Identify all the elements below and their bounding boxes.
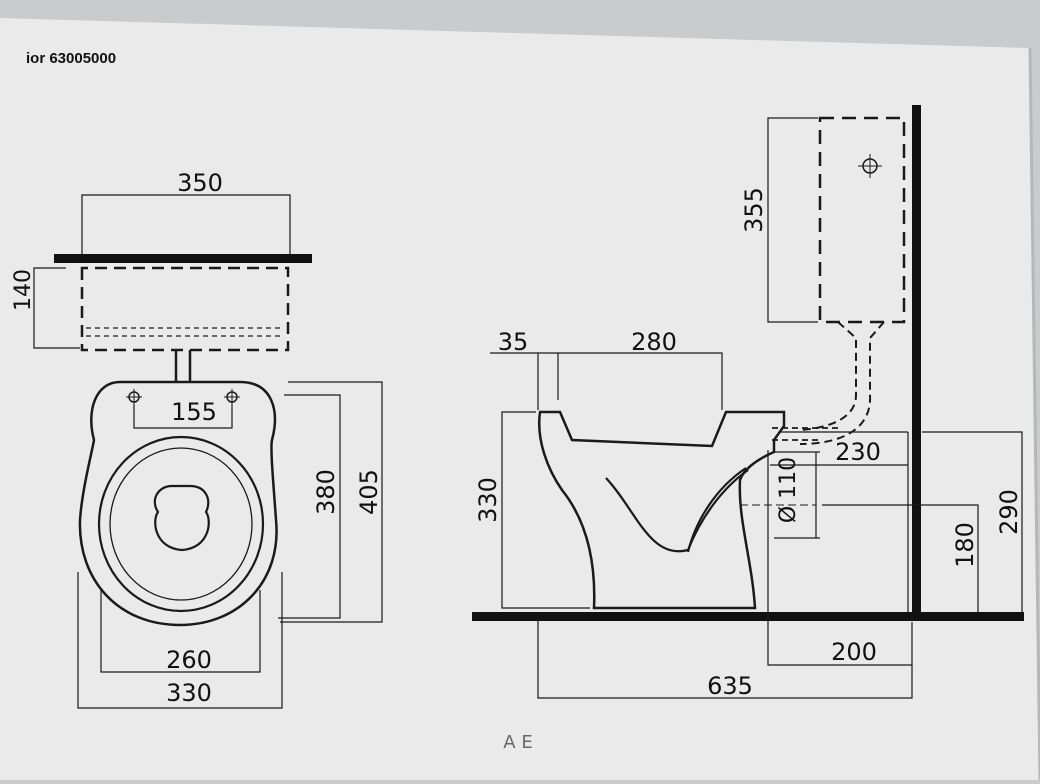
wall-distance-dimension-line	[767, 450, 913, 666]
bowl-opening-label: 280	[631, 328, 677, 356]
wall-line	[912, 105, 921, 615]
bowl-height-label: 330	[474, 477, 502, 523]
outer-length-dimension-line	[280, 381, 383, 623]
cistern-height-label: 355	[740, 187, 768, 233]
cistern-side-dashed-outline	[818, 116, 906, 324]
outer-width-label: 330	[166, 679, 212, 707]
fixing-hole-left-icon	[126, 389, 142, 405]
fixing-hole-right-icon	[224, 389, 240, 405]
pipe-height-dimension-line	[770, 431, 909, 612]
bowl-outer-ring	[97, 435, 265, 613]
cistern-depth-dimension-line	[33, 267, 80, 349]
flush-pipe-dashed	[799, 321, 885, 445]
fixing-holes-dimension-line	[133, 405, 233, 429]
bowl-outline	[78, 380, 278, 627]
wall-bar-top	[54, 254, 312, 263]
outer-length-label: 405	[355, 469, 383, 515]
seat-width-dimension-line	[81, 194, 291, 255]
cistern-height-dimension-line	[767, 117, 818, 323]
overall-depth-label: 635	[707, 672, 753, 700]
rim-edge-label: 35	[498, 328, 529, 356]
cistern-dashed-lines	[86, 327, 284, 337]
side-view	[472, 105, 1024, 699]
pipe-height-label: 230	[835, 438, 881, 466]
wall-distance-label: 200	[831, 638, 877, 666]
inner-length-label: 380	[312, 469, 340, 515]
bowl-height-dimension-line	[501, 411, 590, 609]
cistern-inlet-icon	[858, 154, 882, 178]
top-view	[33, 194, 383, 709]
inner-length-dimension-line	[278, 394, 341, 619]
inlet-height-label: 290	[995, 489, 1023, 535]
floor-line	[472, 612, 1024, 621]
cistern-dashed-outline	[80, 266, 290, 352]
inlet-height-dimension-line	[922, 431, 1023, 612]
outlet-diameter-label: Ø 110	[776, 457, 801, 523]
trap-outlet-curve	[686, 467, 747, 553]
drain-opening	[153, 484, 210, 552]
outlet-diameter-dimension-line	[774, 451, 820, 539]
footer-fragment: A E	[503, 732, 532, 753]
inner-width-label: 260	[166, 646, 212, 674]
inner-width-dimension-line	[100, 590, 261, 673]
flush-pipe	[174, 350, 192, 382]
bowl-opening-dimension-line	[537, 352, 723, 410]
overall-depth-dimension-line	[537, 612, 913, 699]
outlet-height-dimension-line	[822, 504, 979, 612]
outlet-height-label: 180	[951, 522, 979, 568]
paper-edge	[1028, 47, 1040, 781]
product-code: ior 63005000	[26, 50, 116, 67]
outlet-dashed-pipe	[772, 427, 840, 441]
bowl-inner-ring	[109, 447, 253, 601]
fixing-holes-label: 155	[171, 398, 217, 426]
seat-width-label: 350	[177, 169, 223, 197]
bowl-side-profile	[538, 410, 786, 610]
outer-width-dimension-line	[77, 572, 283, 709]
paper-sheet	[0, 18, 1040, 780]
cistern-depth-label: 140	[11, 269, 36, 311]
